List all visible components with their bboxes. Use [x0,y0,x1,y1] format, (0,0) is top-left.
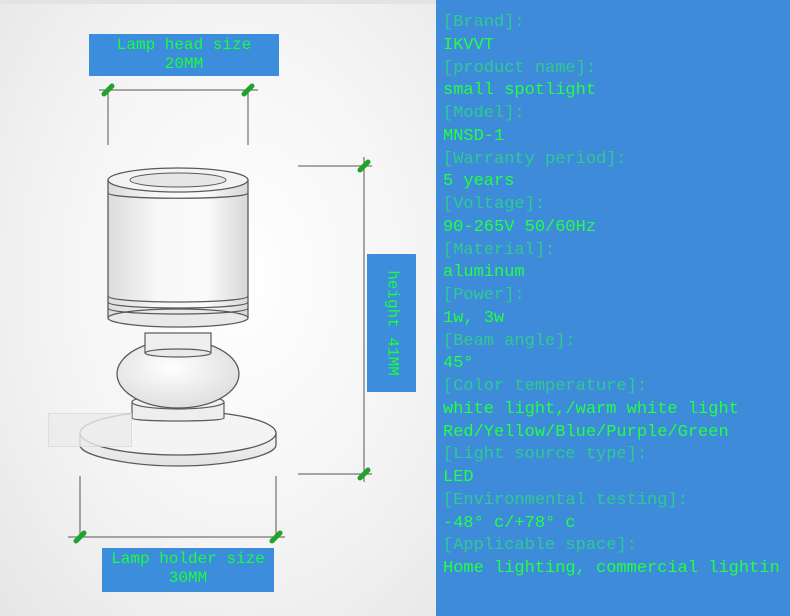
spec-value: small spotlight [443,81,597,101]
lamp-holder-size-value: 30MM [168,569,208,587]
head-dimension-lines [99,88,258,145]
spotlight-diagram [68,83,372,544]
product-drawing-panel: Lamp head size 20MM Lamp holder size 30M… [0,0,436,616]
lamp-holder-size-title: Lamp holder size [111,550,265,568]
spec-list: [Brand]: IKVVT [product name]: small spotli… [443,12,780,581]
lamp-head [107,167,249,328]
watermark-logo [48,413,132,447]
lamp-holder-size-label: Lamp holder size 30MM [102,548,274,592]
spec-value: IKVVT [443,35,495,55]
spec-key: [Model]: [443,104,525,123]
spec-value: Red/Yellow/Blue/Purple/Green [443,422,729,442]
height-label-text: height 41MM [383,270,401,376]
spec-key: [Warranty period]: [443,149,627,169]
spec-value: 5 years [443,172,515,192]
spec-value: LED [443,468,474,487]
spec-key: [Brand]: [443,13,525,32]
holder-dimension-lines [68,476,285,540]
spec-key: [Power]: [443,286,525,305]
spec-value: 90-265V 50/60Hz [443,217,597,237]
height-dimension-lines [298,157,372,482]
spec-key: [Applicable space]: [443,536,637,556]
spec-key: [Environmental testing]: [443,490,688,510]
spec-value: MNSD-1 [443,126,505,146]
top-strip [0,0,436,4]
lamp-head-size-label: Lamp head size 20MM [89,34,279,76]
height-label: height 41MM [367,254,416,392]
spec-value: white light,/warm white light [443,399,739,419]
spec-value: -48° c/+78° c [443,513,576,533]
spec-key: [Beam angle]: [443,331,576,351]
spec-key: [Color temperature]: [443,377,648,396]
lamp-neck [144,332,212,358]
dimension-markers [73,83,371,544]
spec-key: [Voltage]: [443,195,546,214]
spec-value: 1w, 3w [443,308,505,328]
lamp-head-size-value: 20MM [164,55,204,73]
lamp-head-size-title: Lamp head size [116,36,252,54]
spec-value: Home lighting, commercial lightin [443,559,780,578]
spec-key: [Material]: [443,240,556,260]
spec-key: [product name]: [443,58,597,78]
spec-value: 45° [443,354,474,374]
spec-key: [Light source type]: [443,445,648,465]
spec-value: aluminum [443,263,525,283]
spec-panel: [Brand]: IKVVT [product name]: small spotli… [436,0,790,616]
